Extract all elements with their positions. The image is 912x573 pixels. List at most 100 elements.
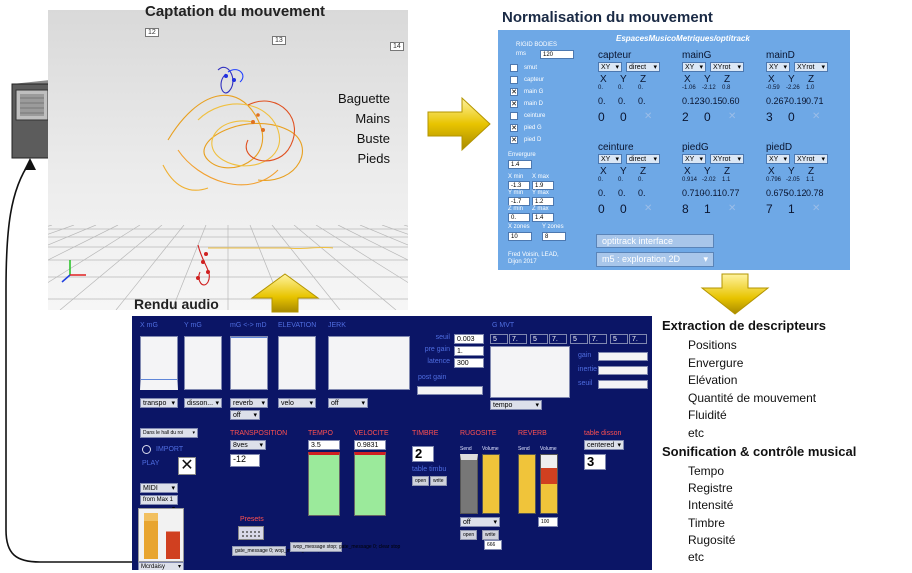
timbre-open-button[interactable]: open (412, 476, 430, 486)
gmvt-tempo-select[interactable]: tempo ▾ (490, 400, 542, 410)
source-select[interactable]: Dans le hall du roi ▾ (140, 428, 198, 438)
gmvt-max-field[interactable]: 7. (589, 334, 607, 344)
slider-label: inertie (578, 366, 598, 373)
range-max-field[interactable]: 1.4 (532, 213, 554, 222)
table-disson-select[interactable]: centered ▾ (584, 440, 624, 450)
extraction-item: Fluidité (688, 408, 727, 422)
rugosite-write-button[interactable]: write (482, 530, 499, 540)
gmvt-max-field[interactable]: 7. (549, 334, 567, 344)
envergure-field[interactable]: 1.4 (508, 160, 532, 169)
body-checkbox[interactable]: ✕ (510, 136, 518, 144)
gain-field[interactable]: 300 (454, 358, 484, 368)
midi-select[interactable]: MIDI ▾ (140, 483, 178, 493)
import-radio[interactable] (142, 445, 151, 454)
gmvt-max-field[interactable]: 7. (629, 334, 647, 344)
x-zones-field[interactable]: 10 (508, 232, 532, 241)
gain-field[interactable]: 1. (454, 346, 484, 356)
reverb-value[interactable]: 100 (538, 517, 558, 527)
tempo-value[interactable]: 3.5 (308, 440, 340, 450)
zone-value: 0 (704, 110, 711, 124)
column-label: X mG (140, 322, 158, 329)
timbre-value[interactable]: 2 (412, 446, 434, 462)
sensor-transform-select[interactable]: XYrot▾ (794, 62, 828, 72)
table-disson-value[interactable]: 3 (584, 454, 606, 470)
rugosite-open-button[interactable]: open (460, 530, 478, 540)
sonification-item: Tempo (688, 464, 725, 478)
mapping-select[interactable]: disson...▾ (184, 398, 222, 408)
gmvt-min-field[interactable]: 5 (530, 334, 548, 344)
range-min-field[interactable]: 0. (508, 213, 530, 222)
body-checkbox[interactable] (510, 64, 518, 72)
mapping-graph (278, 336, 316, 390)
gmvt-max-field[interactable]: 7. (509, 334, 527, 344)
timbre-write-button[interactable]: write (430, 476, 447, 486)
rugosite-select[interactable]: off ▾ (460, 517, 500, 527)
message-box-2[interactable]: wop_message stop; gate_message 0; clear … (290, 542, 400, 552)
message-box-1[interactable]: gate_message 0; wop_message start, next (232, 546, 330, 556)
sensor-transform-select[interactable]: direct▾ (626, 154, 660, 164)
gmvt-min-field[interactable]: 5 (610, 334, 628, 344)
mapping-select[interactable]: velo▾ (278, 398, 316, 408)
horizontal-slider[interactable] (598, 366, 648, 375)
sensor-mode-label: XY (685, 64, 695, 71)
chevron-down-icon: ▾ (737, 64, 741, 71)
velocite-slider[interactable] (354, 452, 386, 516)
optitrack-interface-button[interactable]: optitrack interface (596, 234, 714, 248)
bottom-select[interactable]: Mcrdaisy ▾ (138, 562, 184, 570)
post-gain-field[interactable] (417, 386, 483, 395)
sensor-transform-select[interactable]: XYrot▾ (710, 154, 744, 164)
sensor-mode-select[interactable]: XY▾ (766, 62, 790, 72)
mapping-select[interactable]: reverb▾ (230, 398, 268, 408)
sensor-mode-select[interactable]: XY▾ (682, 62, 706, 72)
sensor-transform-select[interactable]: direct▾ (626, 62, 660, 72)
sensor-mode-select[interactable]: XY▾ (598, 62, 622, 72)
gmvt-min-field[interactable]: 5 (570, 334, 588, 344)
mapping-select[interactable]: off▾ (328, 398, 368, 408)
sensor-name: capteur (598, 50, 632, 61)
body-checkbox[interactable]: ✕ (510, 124, 518, 132)
from-max-select[interactable]: from Max 1 ▾ (140, 495, 178, 512)
tempo-slider[interactable] (308, 452, 340, 516)
mode-select[interactable]: m5 : exploration 2D ▾ (596, 252, 714, 267)
sensor-mode-select[interactable]: XY▾ (682, 154, 706, 164)
presets-grid[interactable] (238, 526, 264, 540)
raw-value: -2.12 (702, 85, 716, 91)
mapping-select[interactable]: transpo▾ (140, 398, 178, 408)
sensor-name: mainD (766, 50, 795, 61)
gain-label: post gain (418, 374, 447, 381)
rugosite-small-value[interactable]: 666 (484, 540, 502, 550)
body-checkbox[interactable] (510, 112, 518, 120)
range-max-field[interactable]: 1.2 (532, 197, 554, 206)
chevron-down-icon: ▾ (493, 519, 497, 526)
reverb-volume-slider[interactable] (540, 454, 558, 514)
normalised-value: 0.71 (806, 96, 824, 106)
extra-select[interactable]: off▾ (230, 410, 260, 420)
gmvt-graph (490, 346, 570, 398)
velocite-value[interactable]: 0.9831 (354, 440, 386, 450)
normalised-value: 0.77 (722, 188, 740, 198)
y-zones-field[interactable]: 8 (542, 232, 566, 241)
transposition-select[interactable]: 8ves ▾ (230, 440, 266, 450)
rugosite-volume-slider[interactable] (482, 454, 500, 514)
range-min-field[interactable]: -1.7 (508, 197, 530, 206)
range-max-field[interactable]: 1.9 (532, 181, 554, 190)
range-min-field[interactable]: -1.3 (508, 181, 530, 190)
sensor-mode-select[interactable]: XY▾ (598, 154, 622, 164)
body-checkbox[interactable] (510, 76, 518, 84)
horizontal-slider[interactable] (598, 380, 648, 389)
sensor-mode-select[interactable]: XY▾ (766, 154, 790, 164)
transposition-label: TRANSPOSITION (230, 430, 288, 437)
transposition-value[interactable]: -12 (230, 454, 260, 467)
normalisation-title: Normalisation du mouvement (502, 9, 713, 26)
sensor-transform-select[interactable]: XYrot▾ (794, 154, 828, 164)
gmvt-min-field[interactable]: 5 (490, 334, 508, 344)
body-checkbox[interactable]: ✕ (510, 100, 518, 108)
rms-field[interactable]: 120 (540, 50, 574, 59)
reverb-send-slider[interactable] (518, 454, 536, 514)
sensor-transform-select[interactable]: XYrot▾ (710, 62, 744, 72)
horizontal-slider[interactable] (598, 352, 648, 361)
gain-field[interactable]: 0.003 (454, 334, 484, 344)
rugosite-send-slider[interactable] (460, 454, 478, 514)
body-checkbox[interactable]: ✕ (510, 88, 518, 96)
play-toggle[interactable]: ✕ (178, 457, 196, 475)
